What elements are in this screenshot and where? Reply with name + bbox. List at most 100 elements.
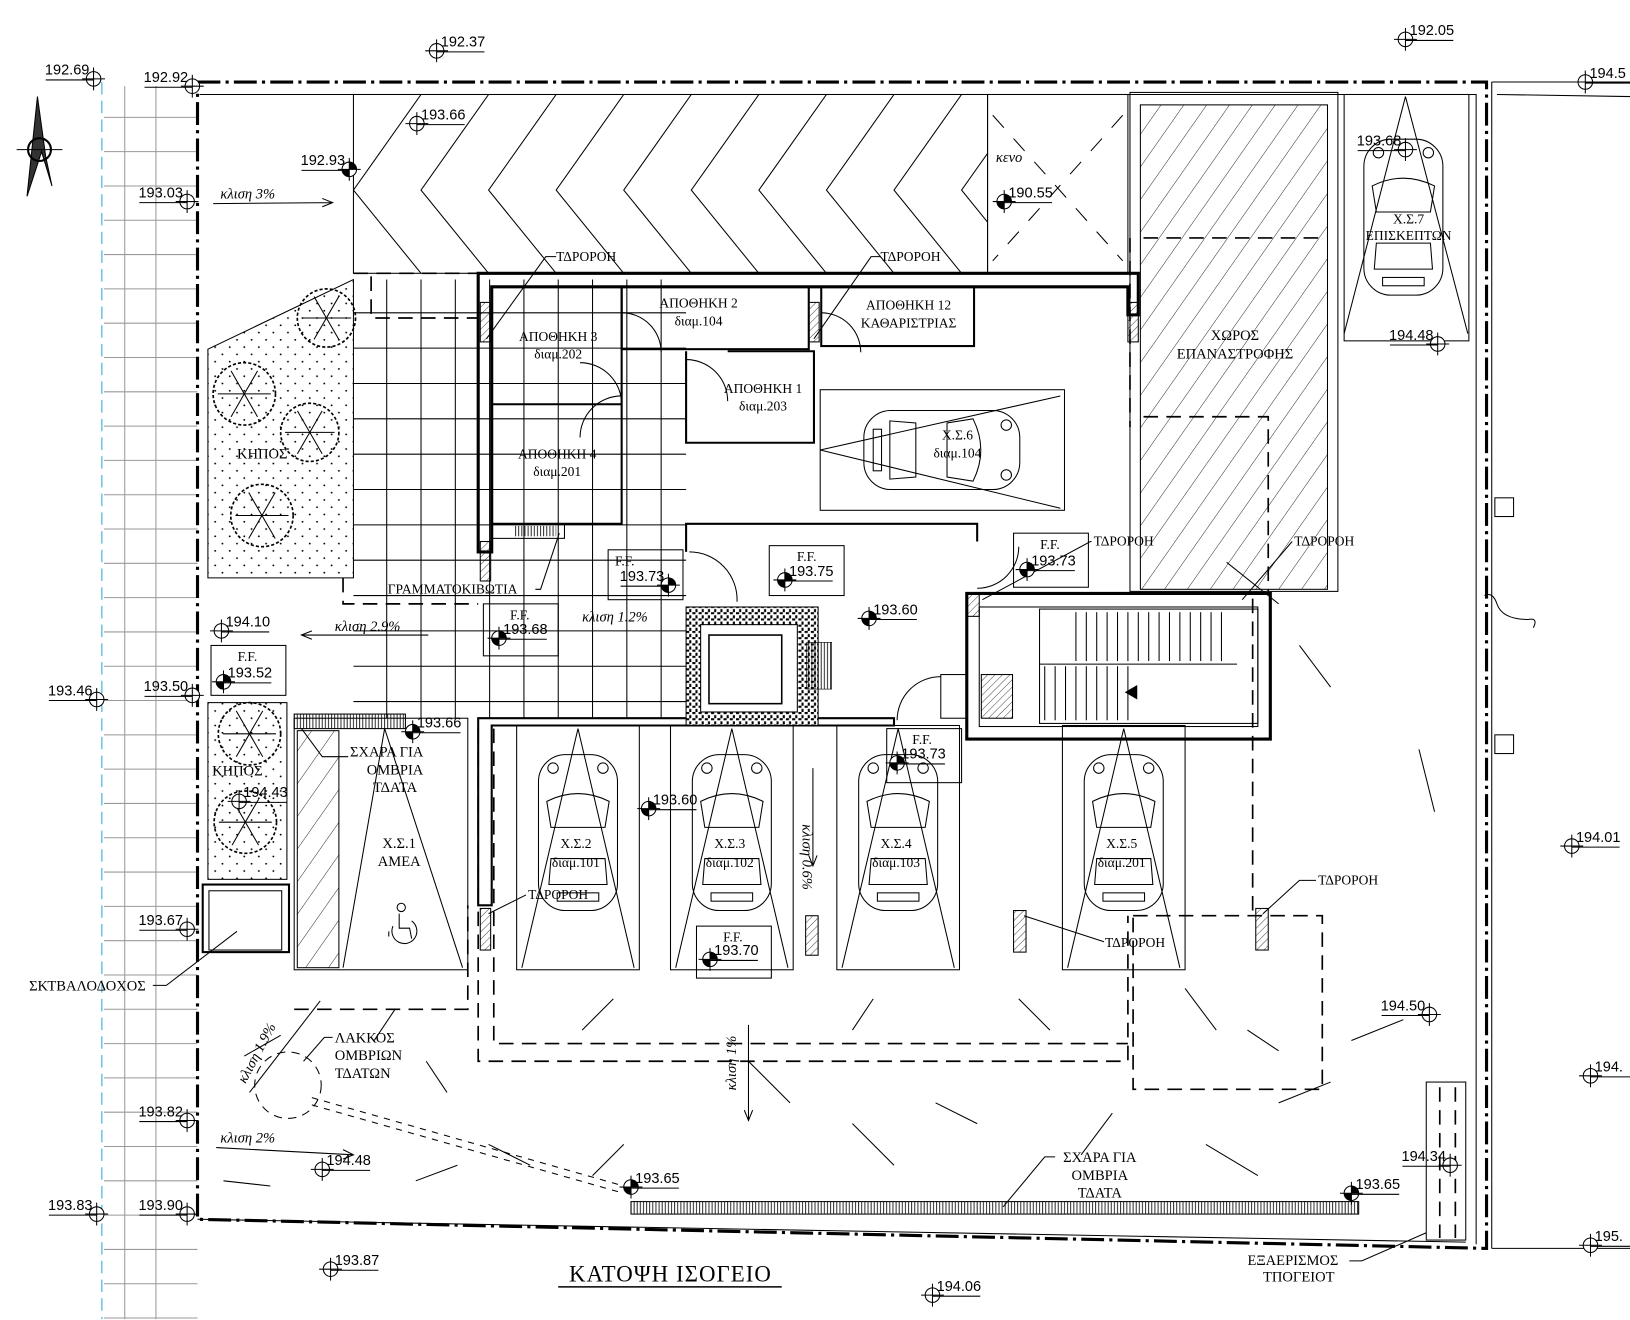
level-marker: 193.66 — [405, 107, 466, 136]
grate-label: ΤΔΑΤΑ — [1078, 1185, 1123, 1201]
drain-pipe — [311, 1097, 624, 1194]
level-marker: 194.43 — [227, 785, 288, 813]
level-value: 194.50 — [1381, 998, 1426, 1014]
level-value: 193.83 — [48, 1198, 93, 1214]
level-value: 193.70 — [714, 943, 759, 959]
neighbour-box — [1494, 497, 1515, 518]
finished-floor-box: F.F. — [607, 549, 684, 601]
finished-floor-box: F.F. — [1013, 532, 1089, 588]
finished-floor-box: F.F. — [482, 603, 559, 657]
grate-label: ΟΜΒΡΙΑ — [367, 762, 424, 778]
parking-space-3: Χ.Σ.3 διαμ.102 — [669, 724, 794, 971]
level-marker: 193.66 — [401, 716, 461, 744]
level-value: 194.43 — [243, 785, 288, 801]
level-marker: 194.48 — [1389, 328, 1450, 356]
car-icon — [691, 754, 772, 912]
level-value: 194. — [1595, 1060, 1623, 1076]
grate-label: ΟΜΒΡΙΑ — [1072, 1168, 1129, 1184]
parking-7-label: Χ.Σ.7 — [1393, 211, 1424, 226]
vehicle-swept-path — [223, 561, 1436, 1187]
drain-label: ΤΔΡΟΡΟΗ — [1094, 534, 1154, 549]
storage-3-label: ΑΠΟΘΗΚΗ 3 — [519, 329, 598, 344]
rain-grate — [630, 1201, 1360, 1215]
turning-area-sub: ΕΠΑΝΑΣΤΡΟΦΗΣ — [1177, 347, 1293, 363]
level-value: 193.67 — [138, 913, 183, 929]
car-icon — [537, 754, 619, 912]
parking-6: Χ.Σ.6 διαμ.104 — [820, 395, 1061, 509]
car-icon — [863, 409, 1021, 491]
level-marker: 194.48 — [310, 1153, 371, 1181]
level-marker: 193.68 — [487, 622, 548, 650]
level-value: 194.5 — [1589, 66, 1625, 82]
level-value: 195. — [1595, 1229, 1623, 1245]
elevator-shaft — [685, 606, 832, 727]
mailboxes-label: ΓΡΑΜΜΑΤΟΚΙΒΩΤΙΑ — [388, 581, 518, 596]
storage-12-label: ΑΠΟΘΗΚΗ 12 — [866, 298, 951, 313]
level-marker: 192.69 — [45, 63, 105, 91]
level-value: 192.92 — [144, 70, 189, 86]
ff-label: F.F. — [723, 930, 743, 945]
car-icon — [1363, 138, 1444, 296]
finished-floor-box: F.F. — [210, 644, 287, 696]
parking-4-label: Χ.Σ.4 — [881, 836, 912, 851]
level-marker: 193.60 — [637, 792, 697, 821]
parking-2-sub: διαμ.101 — [552, 855, 600, 870]
level-marker: 193.75 — [773, 564, 834, 592]
pit-label: ΛΑΚΚΟΣ — [335, 1031, 395, 1047]
tree-icon — [279, 402, 340, 463]
level-marker: 194.34 — [1402, 1149, 1462, 1177]
parking-3-sub: διαμ.102 — [706, 855, 754, 870]
level-marker: 193.68 — [1357, 133, 1417, 162]
level-marker: 194. — [1579, 1060, 1630, 1088]
finished-floor-box: F.F. — [886, 728, 963, 784]
parking-6-label: Χ.Σ.6 — [942, 428, 973, 443]
level-value: 193.73 — [620, 569, 665, 585]
slope-label: κλιση 0.6% — [799, 824, 815, 890]
level-value: 193.65 — [635, 1171, 680, 1187]
level-value: 193.82 — [138, 1104, 183, 1120]
level-value: 194.48 — [326, 1153, 371, 1169]
drain-label: ΤΔΡΟΡΟΗ — [880, 249, 940, 264]
level-value: 193.66 — [417, 716, 462, 732]
turning-area: ΧΩΡΟΣ ΕΠΑΝΑΣΤΡΟΦΗΣ — [1129, 91, 1339, 592]
level-marker: 193.03 — [138, 185, 199, 213]
void-area: κενο — [987, 93, 1129, 274]
level-value: 194.34 — [1402, 1149, 1447, 1165]
level-marker: 194.5 — [1573, 66, 1630, 94]
storage-4-sub: διαμ.201 — [533, 464, 581, 479]
void-label: κενο — [996, 150, 1022, 166]
level-value: 192.69 — [45, 63, 90, 79]
slope-label: κλιση 3% — [220, 186, 275, 202]
finished-floor-box: F.F. — [768, 545, 845, 597]
upper-floor-outline — [294, 598, 1324, 1091]
turning-area-label: ΧΩΡΟΣ — [1211, 328, 1259, 344]
slope-label: κλιση 2.9% — [335, 619, 401, 635]
storage-2-sub: διαμ.104 — [675, 313, 723, 328]
parking-6-sub: διαμ.104 — [933, 445, 981, 460]
level-value: 193.03 — [138, 185, 183, 201]
level-value: 192.93 — [301, 153, 346, 169]
level-value: 194.06 — [937, 1279, 982, 1295]
grate-label: ΤΔΑΤΑ — [373, 780, 418, 796]
entrance-paving — [353, 279, 687, 719]
slope-label: κλιση 1.9% — [235, 1021, 280, 1086]
tree-icon — [217, 701, 282, 766]
vent-label: ΤΠΟΓΕΙΟΤ — [1263, 1270, 1335, 1286]
level-value: 193.68 — [503, 622, 547, 638]
level-marker: 193.46 — [48, 683, 109, 711]
slope-label: κλιση 1.2% — [582, 610, 648, 626]
level-marker: 193.52 — [212, 666, 272, 694]
level-value: 193.73 — [901, 747, 946, 763]
level-value: 193.75 — [789, 564, 834, 580]
drain-label: ΤΔΡΟΡΟΗ — [528, 887, 588, 902]
level-value: 194.01 — [1576, 830, 1621, 846]
staircase — [940, 591, 1272, 741]
drain-label: ΤΔΡΟΡΟΗ — [1318, 873, 1378, 888]
level-marker: 192.05 — [1394, 23, 1454, 51]
car-icon — [858, 754, 939, 912]
parking-3-label: Χ.Σ.3 — [714, 836, 745, 851]
level-value: 193.60 — [873, 602, 918, 618]
storage-1-label: ΑΠΟΘΗΚΗ 1 — [724, 381, 802, 396]
level-value: 192.05 — [1410, 23, 1455, 39]
